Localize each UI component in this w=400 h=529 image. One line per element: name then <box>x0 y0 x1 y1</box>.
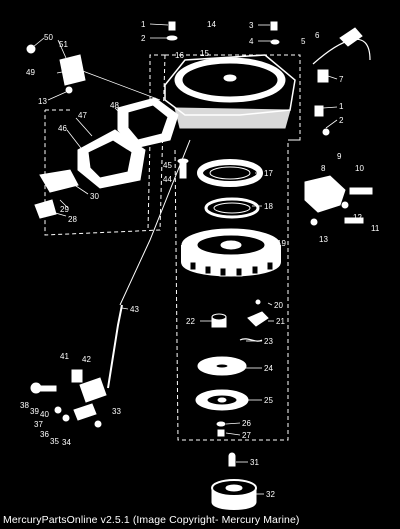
label-26: 26 <box>242 419 251 428</box>
label-42: 42 <box>82 355 91 364</box>
label-25: 25 <box>264 396 273 405</box>
label-3: 3 <box>249 21 254 30</box>
label-16: 16 <box>175 51 184 60</box>
label-15: 15 <box>200 49 209 58</box>
label-8: 8 <box>321 164 326 173</box>
label-36: 36 <box>40 430 49 439</box>
label-51: 51 <box>59 40 68 49</box>
label-45: 45 <box>163 161 172 170</box>
label-27: 27 <box>242 431 251 440</box>
label-13b: 13 <box>319 235 328 244</box>
label-40: 40 <box>40 410 49 419</box>
drive-cup-32 <box>211 479 257 510</box>
small-hardware <box>216 421 236 467</box>
label-43: 43 <box>130 305 139 314</box>
label-44: 44 <box>163 175 172 184</box>
label-4: 4 <box>249 37 254 46</box>
label-31: 31 <box>250 458 259 467</box>
label-39: 39 <box>30 407 39 416</box>
label-11: 11 <box>371 224 380 233</box>
side-bracket <box>304 27 373 226</box>
bushing-22 <box>211 313 227 328</box>
label-19: 19 <box>277 239 286 248</box>
plate-25 <box>195 389 249 411</box>
label-18: 18 <box>264 202 273 211</box>
spring-17 <box>197 159 263 187</box>
label-7: 7 <box>339 75 344 84</box>
label-33: 33 <box>112 407 121 416</box>
label-9: 9 <box>337 152 342 161</box>
label-49: 49 <box>26 68 35 77</box>
label-28: 28 <box>68 215 77 224</box>
label-2b: 2 <box>339 116 344 125</box>
copyright-footer: MercuryPartsOnline v2.5.1 (Image Copyrig… <box>3 514 300 526</box>
pulley-19 <box>181 228 281 277</box>
label-2a: 2 <box>141 34 146 43</box>
label-41: 41 <box>60 352 69 361</box>
leader-lines-left <box>32 37 161 217</box>
label-1a: 1 <box>141 20 146 29</box>
label-29: 29 <box>60 205 69 214</box>
label-13a: 13 <box>38 97 47 106</box>
handle-bracket <box>26 44 179 219</box>
label-24: 24 <box>264 364 273 373</box>
label-46: 46 <box>58 124 67 133</box>
part-number-labels: 1 2 14 3 4 15 16 5 6 7 1 2 8 9 10 11 12 … <box>20 20 380 499</box>
label-38: 38 <box>20 401 29 410</box>
label-37: 37 <box>34 420 43 429</box>
label-50: 50 <box>44 33 53 42</box>
starter-housing <box>164 54 296 129</box>
label-10: 10 <box>355 164 364 173</box>
label-5: 5 <box>301 37 306 46</box>
label-23: 23 <box>264 337 273 346</box>
label-47: 47 <box>78 111 87 120</box>
washer-24 <box>197 356 247 376</box>
leader-lines-right <box>121 23 338 495</box>
throttle-linkage <box>30 369 107 428</box>
label-32: 32 <box>266 490 275 499</box>
label-35: 35 <box>50 437 59 446</box>
label-17: 17 <box>264 169 273 178</box>
label-1b: 1 <box>339 102 344 111</box>
label-6: 6 <box>315 31 320 40</box>
pawl-assembly <box>239 299 269 342</box>
label-22: 22 <box>186 317 195 326</box>
label-34: 34 <box>62 438 71 447</box>
label-21: 21 <box>276 317 285 326</box>
label-30: 30 <box>90 192 99 201</box>
label-12: 12 <box>353 213 362 222</box>
label-14: 14 <box>207 20 216 29</box>
label-20: 20 <box>274 301 283 310</box>
label-48: 48 <box>110 101 119 110</box>
plate-18 <box>204 197 260 219</box>
